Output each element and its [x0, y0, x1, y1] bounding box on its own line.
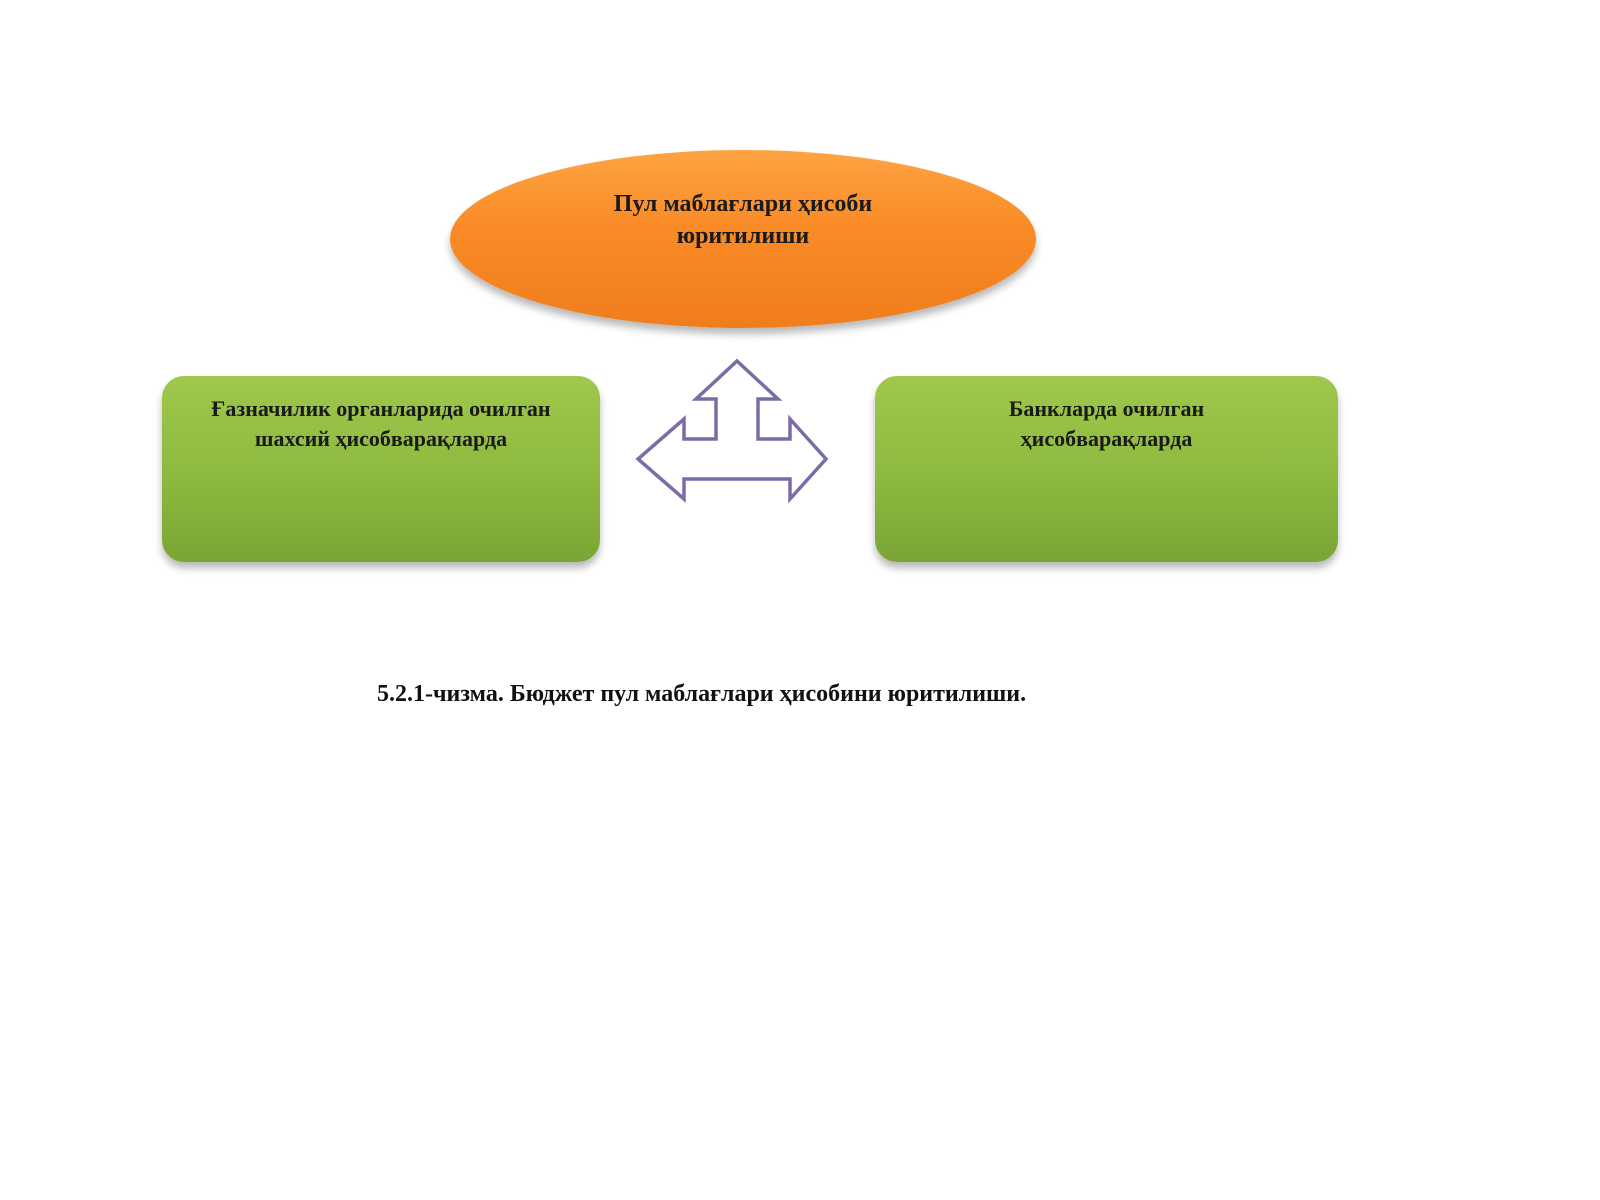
figure-caption: 5.2.1-чизма. Бюджет пул маблағлари ҳисоб… — [377, 681, 1027, 707]
left-node-label: Ғазначилик органларида очилган шахсий ҳи… — [211, 396, 551, 451]
top-node-ellipse: Пул маблағлари ҳисоби юритилиши — [450, 150, 1036, 328]
top-node-label: Пул маблағлари ҳисоби юритилиши — [613, 191, 873, 249]
right-node-label: Банкларда очилган ҳисобварақларда — [1008, 396, 1205, 451]
left-node-box: Ғазначилик органларида очилган шахсий ҳи… — [162, 376, 600, 562]
diagram: Пул маблағлари ҳисоби юритилиши Ғазначил… — [162, 150, 1338, 562]
three-way-arrow-icon — [635, 358, 829, 504]
three-way-arrow-shape — [635, 358, 829, 504]
right-node-box: Банкларда очилган ҳисобварақларда — [875, 376, 1338, 562]
